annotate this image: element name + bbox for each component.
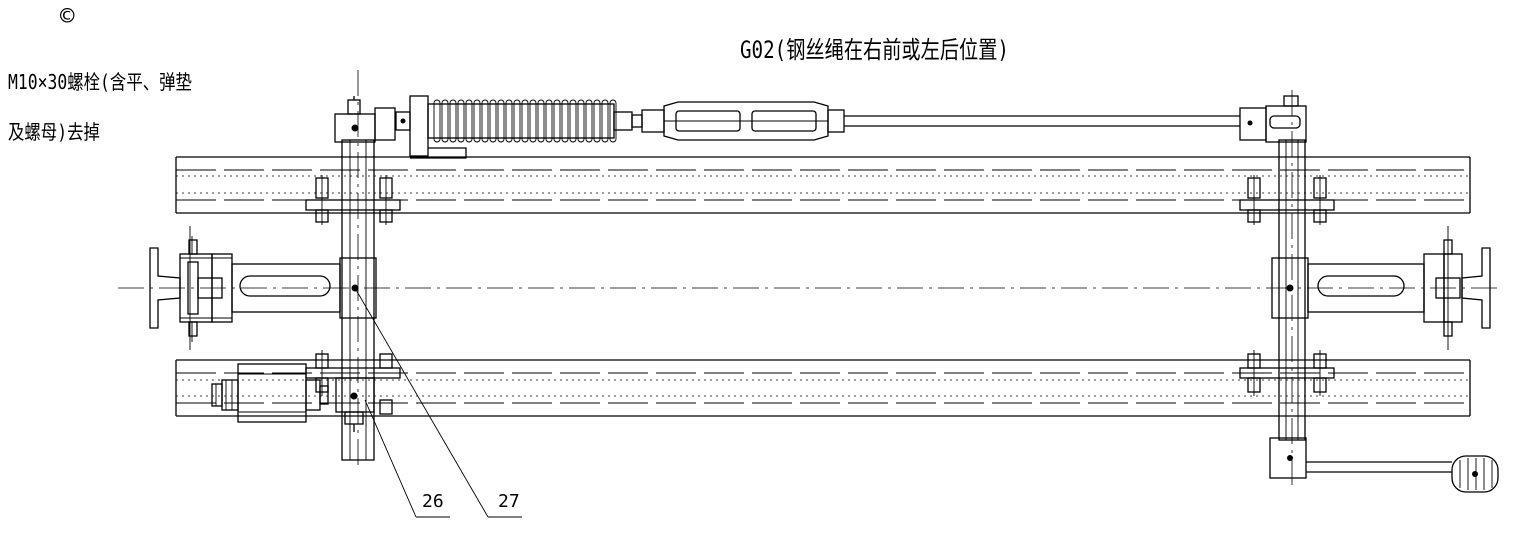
pulley [1451, 455, 1499, 493]
callout-27: 27 [498, 491, 520, 512]
right-lower-block [1269, 437, 1452, 479]
turnbuckle [613, 101, 845, 141]
spring-bracket [395, 95, 467, 159]
left-lower-block [335, 377, 375, 432]
drawing-title: G02(钢丝绳在右前或左后位置) [740, 36, 1009, 64]
spring-coil [427, 99, 617, 143]
right-shaft [1239, 90, 1307, 490]
wire-rope [844, 115, 1240, 127]
left-upper-clamp [305, 175, 401, 225]
note-line-1: M10×30螺栓(含平、弹垫 [8, 70, 192, 94]
left-shaft [334, 70, 396, 470]
right-center-bracket [1271, 226, 1491, 350]
callout-leaders [354, 287, 522, 518]
left-center-bracket [149, 226, 377, 350]
note-marker: © [60, 2, 75, 30]
note-line-2: 及螺母)去掉 [8, 120, 100, 144]
right-upper-clamp [1239, 175, 1335, 225]
upper-rail [175, 156, 1471, 214]
right-lower-clamp [1239, 350, 1335, 396]
limit-switch [211, 363, 329, 423]
callout-26: 26 [422, 491, 444, 512]
